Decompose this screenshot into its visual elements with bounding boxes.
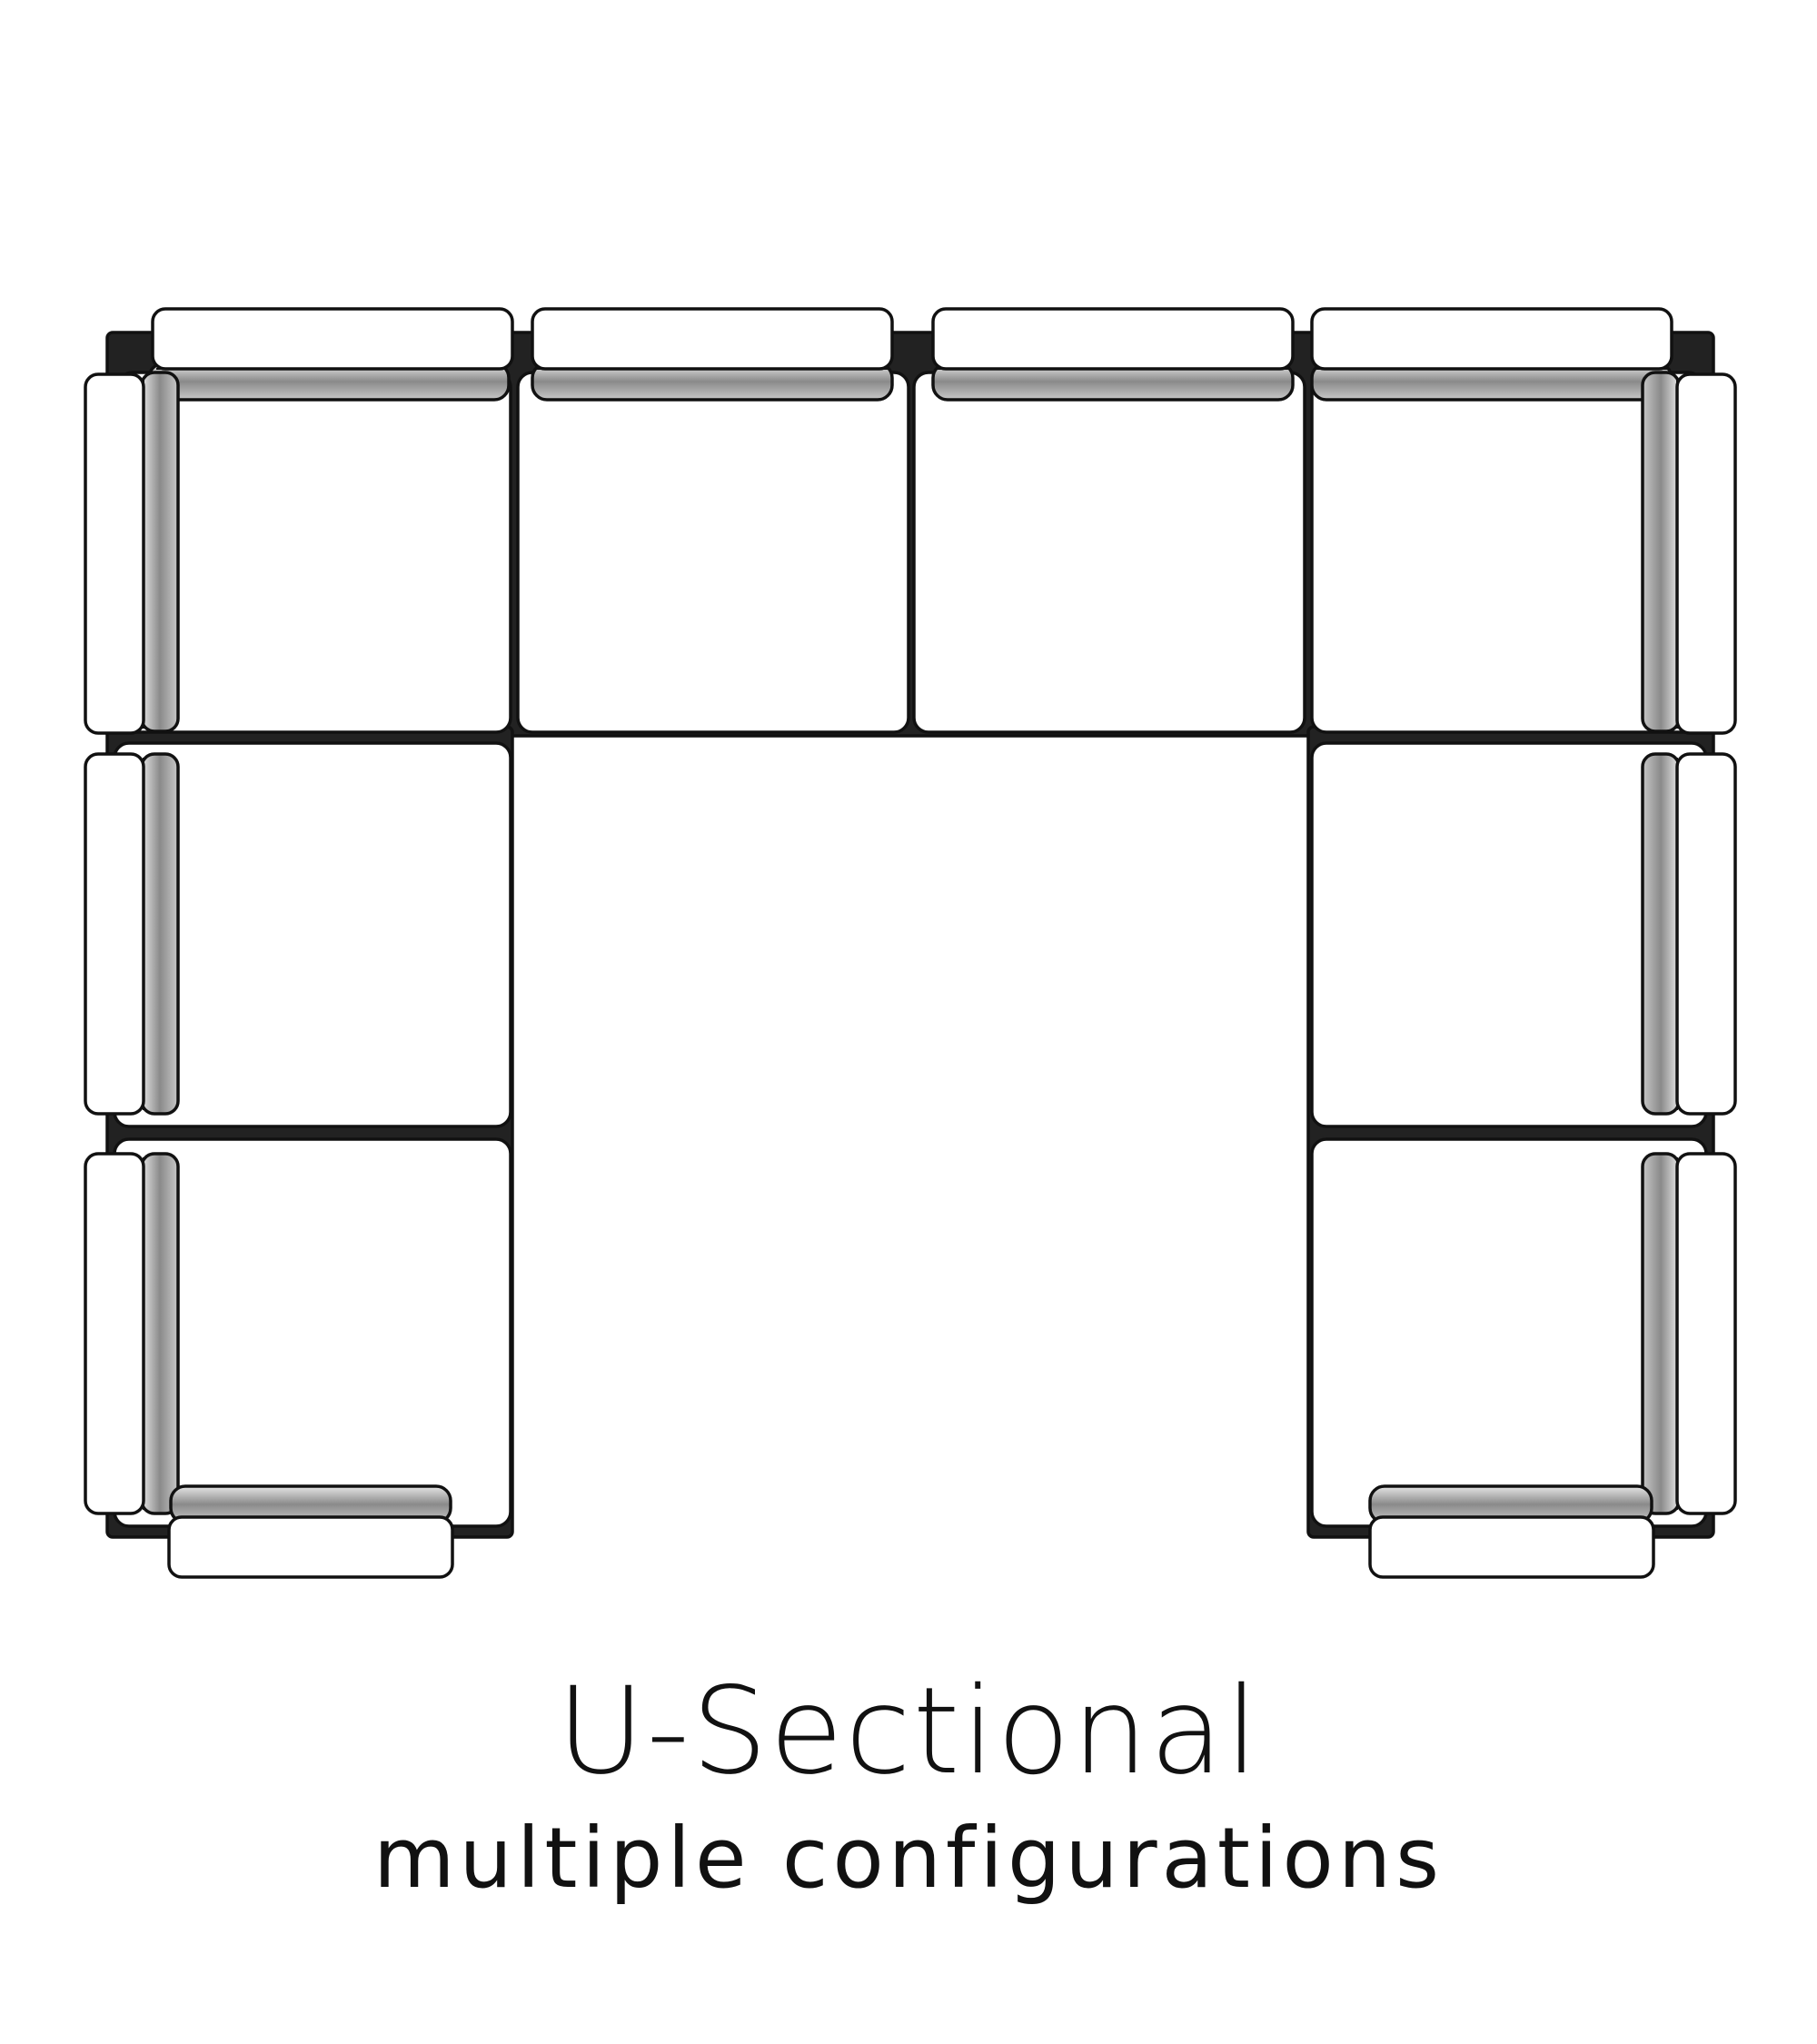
- seat-cushion: [516, 371, 910, 734]
- back-cushion: [1675, 1152, 1737, 1515]
- back-cushion: [931, 307, 1295, 371]
- back-cushion: [84, 1152, 145, 1515]
- armrest: [1368, 1515, 1655, 1579]
- back-cushion: [151, 307, 514, 371]
- back-cushion: [531, 307, 894, 371]
- back-cushion: [84, 372, 145, 735]
- back-cushion: [1675, 372, 1737, 735]
- u-sectional-sofa-diagram: [84, 307, 1737, 1579]
- armrest: [167, 1515, 454, 1579]
- cushion-edge-lines: [143, 368, 1678, 1510]
- seat-cushion: [912, 371, 1306, 734]
- back-cushion-shadows: [140, 362, 1681, 1524]
- back-cushion: [1675, 752, 1737, 1116]
- back-cushions: [84, 307, 1737, 1579]
- back-cushion: [1310, 307, 1673, 371]
- back-cushion: [84, 752, 145, 1116]
- page-title: U-Sectional: [556, 1662, 1261, 1801]
- page-subtitle: multiple configurations: [372, 1810, 1445, 1907]
